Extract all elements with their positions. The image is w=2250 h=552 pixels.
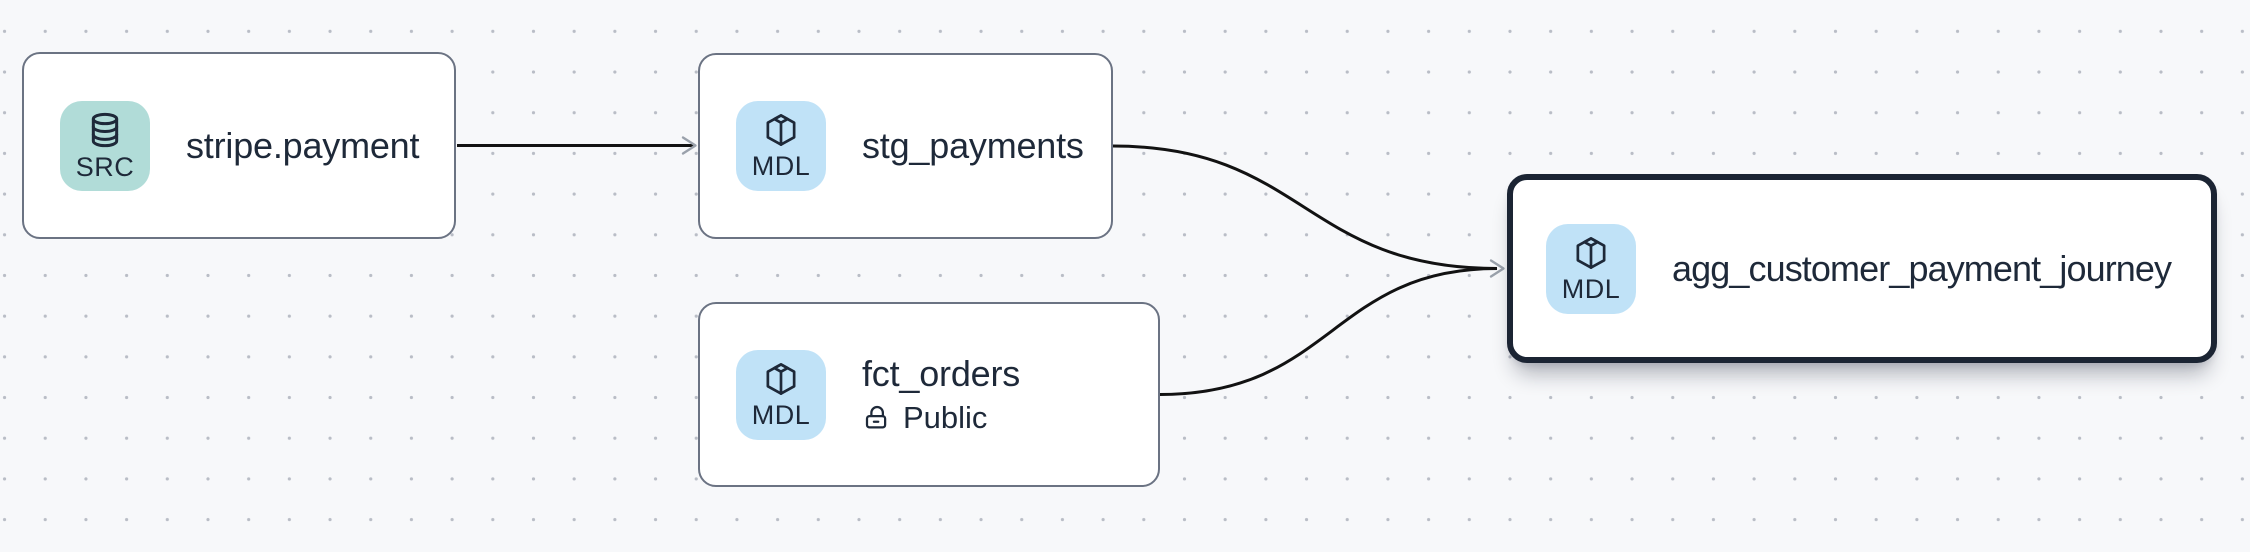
access-label: Public bbox=[903, 399, 988, 435]
badge-label: MDL bbox=[751, 399, 811, 430]
edge-stg-to-agg[interactable] bbox=[1112, 144, 1498, 270]
badge-label: MDL bbox=[1561, 273, 1621, 304]
source-badge: SRC bbox=[60, 100, 150, 191]
access-level: Public bbox=[862, 399, 1020, 435]
node-title: stripe.payment bbox=[186, 124, 420, 166]
edge-fct-to-agg[interactable] bbox=[1159, 267, 1498, 396]
lock-open-icon bbox=[865, 405, 887, 429]
badge-label: SRC bbox=[75, 151, 135, 182]
node-agg-customer-payment-journey[interactable]: MDL agg_customer_payment_journey bbox=[1507, 174, 2217, 363]
node-stg-payments[interactable]: MDL stg_payments bbox=[698, 53, 1113, 239]
arrowhead-icon bbox=[681, 136, 697, 155]
model-badge: MDL bbox=[1546, 223, 1636, 314]
database-icon bbox=[91, 112, 119, 147]
node-title: agg_customer_payment_journey bbox=[1672, 247, 2172, 289]
cube-icon bbox=[766, 114, 796, 147]
node-fct-orders[interactable]: MDL fct_orders Public bbox=[698, 302, 1160, 487]
node-stripe-payment[interactable]: SRC stripe.payment bbox=[22, 52, 456, 239]
arrowhead-icon bbox=[1489, 259, 1505, 278]
cube-icon bbox=[1576, 236, 1606, 269]
badge-label: MDL bbox=[751, 151, 811, 182]
node-title: fct_orders bbox=[862, 353, 1021, 395]
model-badge: MDL bbox=[736, 101, 826, 191]
model-badge: MDL bbox=[736, 349, 826, 440]
node-title: stg_payments bbox=[862, 125, 1084, 167]
cube-icon bbox=[766, 362, 796, 395]
